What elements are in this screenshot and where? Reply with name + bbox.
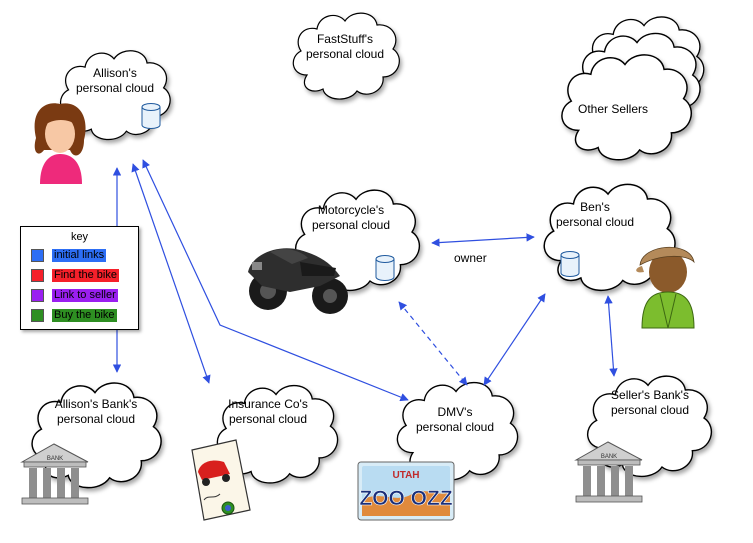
allison-datastore-icon (141, 103, 161, 129)
plate-number: ZOO OZZ (359, 487, 452, 510)
motorcycle-icon (248, 248, 348, 314)
link-motorcycle-ben (431, 233, 535, 247)
sellers-bank-icon: BANK (574, 441, 643, 503)
key-item-link-seller: Link to seller (31, 289, 118, 302)
key-swatch-red (31, 269, 44, 282)
license-plate-icon: UTAH ZOO OZZ (357, 461, 455, 521)
key-swatch-purple (31, 289, 44, 302)
key-label-find-bike: Find the bike (52, 269, 119, 282)
key-title: key (70, 231, 89, 243)
other-sellers-label: Other Sellers (577, 102, 649, 116)
key-item-buy-bike: Buy the bike (31, 309, 117, 322)
key-item-find-bike: Find the bike (31, 269, 119, 282)
key-label-buy-bike: Buy the bike (52, 309, 117, 322)
key-item-initial-links: initial links (31, 249, 107, 262)
allisons-bank-icon: BANK (20, 443, 89, 505)
link-allison-dmv (142, 159, 409, 402)
owner-edge-label: owner (454, 251, 487, 265)
sellers-bank-sign: BANK (601, 454, 617, 460)
ben-person-icon (636, 246, 695, 329)
key-swatch-blue (31, 249, 44, 262)
allison-person-icon (34, 103, 86, 184)
plate-state: UTAH (392, 470, 419, 481)
link-motorcycle-dmv (398, 301, 468, 386)
key-swatch-green (31, 309, 44, 322)
link-ben-dmv (483, 293, 546, 386)
motorcycle-datastore-icon (375, 255, 395, 281)
links (112, 159, 618, 402)
key-label-link-seller: Link to seller (52, 289, 118, 302)
key-label-initial-links: initial links (52, 249, 107, 262)
allisons-bank-sign: BANK (47, 456, 63, 462)
link-ben-sellers-bank (604, 295, 618, 377)
link-allison-insurance (131, 163, 211, 384)
insurance-certificate-icon (191, 439, 251, 521)
legend-key: key initial links Find the bike Link to … (20, 226, 139, 330)
ben-datastore-icon (560, 251, 580, 277)
